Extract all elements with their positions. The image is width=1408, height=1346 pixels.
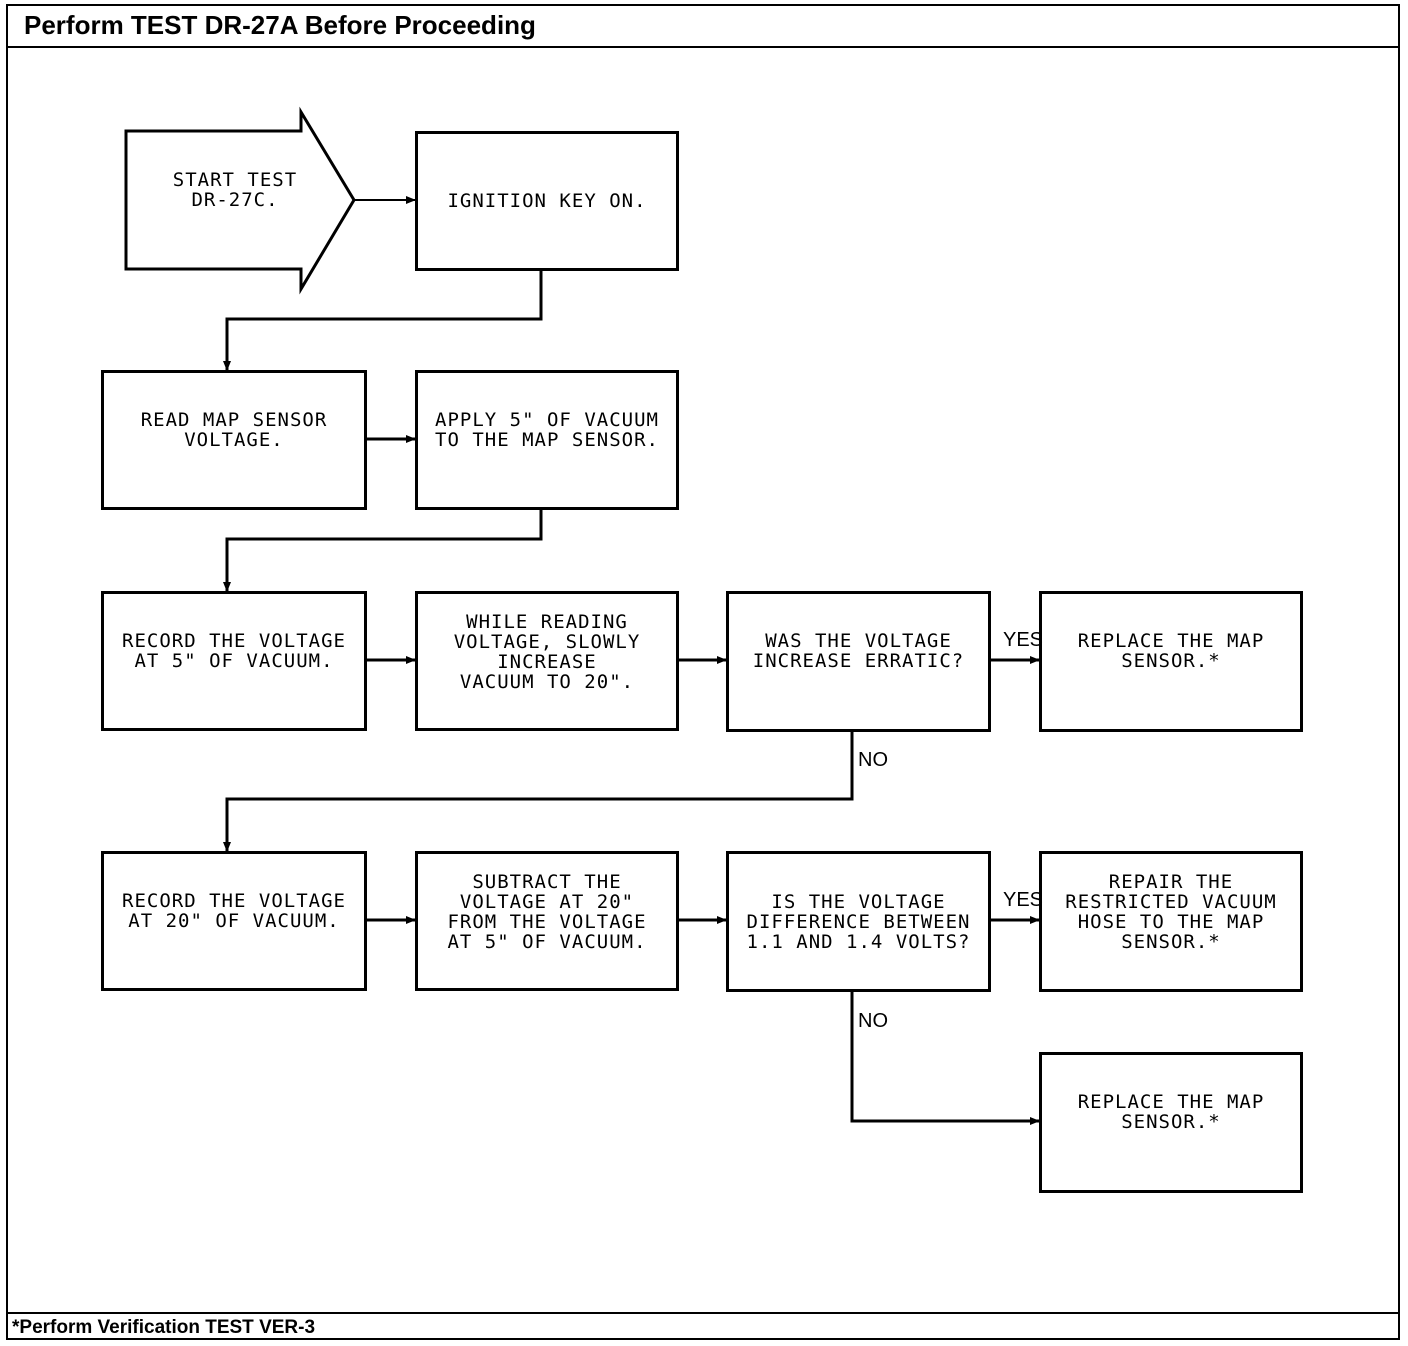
footer-note: *Perform Verification TEST VER-3 (12, 1317, 316, 1338)
record-5-box: RECORD THE VOLTAGE AT 5" OF VACUUM. (101, 591, 367, 731)
connector-erratic-no (223, 731, 854, 852)
subtract-text: SUBTRACT THE VOLTAGE AT 20" FROM THE VOL… (447, 871, 647, 953)
footer-bar: *Perform Verification TEST VER-3 (6, 1312, 1400, 1340)
erratic-question-box: WAS THE VOLTAGE INCREASE ERRATIC? (726, 591, 991, 732)
page-frame (6, 4, 1400, 1340)
read-map-box: READ MAP SENSOR VOLTAGE. (101, 370, 367, 510)
subtract-box: SUBTRACT THE VOLTAGE AT 20" FROM THE VOL… (415, 851, 679, 991)
yes-label-erratic: YES (1003, 629, 1044, 651)
apply-vacuum-box: APPLY 5" OF VACUUM TO THE MAP SENSOR. (415, 370, 679, 510)
replace-map-text-2: REPLACE THE MAP SENSOR.* (1077, 1091, 1265, 1133)
replace-map-box-1: REPLACE THE MAP SENSOR.* (1039, 591, 1303, 732)
increase-vacuum-box: WHILE READING VOLTAGE, SLOWLY INCREASE V… (415, 591, 679, 731)
replace-map-box-2: REPLACE THE MAP SENSOR.* (1039, 1052, 1303, 1193)
record-20-text: RECORD THE VOLTAGE AT 20" OF VACUUM. (122, 890, 346, 932)
no-label-difference: NO (858, 1010, 888, 1032)
repair-hose-text: REPAIR THE RESTRICTED VACUUM HOSE TO THE… (1065, 871, 1277, 953)
record-5-text: RECORD THE VOLTAGE AT 5" OF VACUUM. (122, 630, 346, 672)
difference-question-text: IS THE VOLTAGE DIFFERENCE BETWEEN 1.1 AN… (746, 891, 971, 953)
increase-vacuum-text: WHILE READING VOLTAGE, SLOWLY INCREASE V… (453, 611, 641, 693)
erratic-question-text: WAS THE VOLTAGE INCREASE ERRATIC? (752, 630, 965, 672)
connector-difference-no (850, 991, 1040, 1125)
start-test-label: START TEST DR-27C. (172, 169, 298, 211)
title-bar: Perform TEST DR-27A Before Proceeding (6, 4, 1400, 48)
ignition-key-text: IGNITION KEY ON. (447, 190, 647, 212)
replace-map-text-1: REPLACE THE MAP SENSOR.* (1077, 630, 1265, 672)
connector-apply-to-record5 (223, 510, 543, 592)
start-arrow-shape (124, 106, 356, 295)
read-map-text: READ MAP SENSOR VOLTAGE. (140, 409, 328, 451)
yes-label-difference: YES (1003, 889, 1044, 911)
ignition-key-box: IGNITION KEY ON. (415, 131, 679, 271)
record-20-box: RECORD THE VOLTAGE AT 20" OF VACUUM. (101, 851, 367, 991)
no-label-erratic: NO (858, 749, 888, 771)
apply-vacuum-text: APPLY 5" OF VACUUM TO THE MAP SENSOR. (435, 409, 659, 451)
difference-question-box: IS THE VOLTAGE DIFFERENCE BETWEEN 1.1 AN… (726, 851, 991, 992)
connector-ignition-to-read (223, 270, 543, 371)
page-title: Perform TEST DR-27A Before Proceeding (24, 10, 536, 40)
repair-hose-box: REPAIR THE RESTRICTED VACUUM HOSE TO THE… (1039, 851, 1303, 992)
